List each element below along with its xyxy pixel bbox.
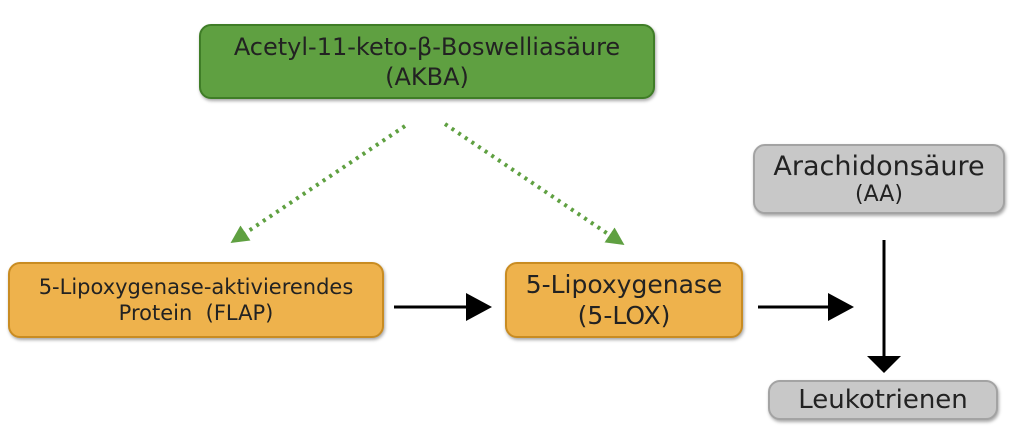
arachidonic-acid-node-name: Arachidonsäure <box>773 150 985 182</box>
akba-node-abbreviation: (AKBA) <box>385 62 469 91</box>
5lox-to-leukotrienes-arrow-head <box>828 293 854 321</box>
aa-to-leukotrienes-arrow-head <box>867 356 901 373</box>
flap-node: 5-Lipoxygenase-aktivierendes Protein (FL… <box>8 262 384 338</box>
arachidonic-acid-node: Arachidonsäure (AA) <box>753 144 1005 214</box>
leukotrienes-node-label: Leukotrienen <box>798 384 968 415</box>
flap-node-name: 5-Lipoxygenase-aktivierendes <box>38 274 354 299</box>
akba-to-5lox-dotted-arrow <box>443 122 625 246</box>
akba-to-flap-dotted-arrow <box>230 124 407 244</box>
leukotrienes-node: Leukotrienen <box>768 380 998 420</box>
flap-to-5lox-arrow-head <box>466 293 492 321</box>
akba-node-name: Acetyl-11-keto-β-Boswelliasäure <box>233 32 621 61</box>
5lox-node-abbreviation: (5-LOX) <box>577 301 671 330</box>
akba-node: Acetyl-11-keto-β-Boswelliasäure (AKBA) <box>199 24 655 99</box>
5lox-node-name: 5-Lipoxygenase <box>525 269 723 299</box>
arachidonic-acid-node-abbreviation: (AA) <box>855 181 903 207</box>
5lox-node: 5-Lipoxygenase (5-LOX) <box>505 262 743 338</box>
flap-node-abbreviation: Protein (FLAP) <box>118 301 274 325</box>
